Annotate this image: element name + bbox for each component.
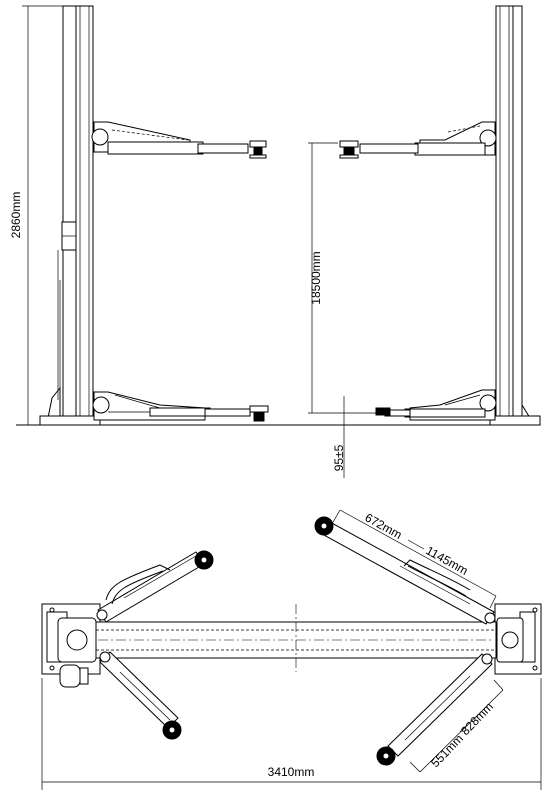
plan-left-upper-arm bbox=[96, 550, 214, 623]
left-column bbox=[39, 5, 101, 426]
plan-right-upper-arm bbox=[314, 516, 496, 625]
pad-height-dimension: 95±5 bbox=[332, 396, 346, 478]
right-column bbox=[489, 5, 541, 426]
left-lower-arm bbox=[92, 391, 269, 422]
overall-height-label: 2860mm bbox=[9, 192, 23, 239]
height-dimension: 2860mm bbox=[9, 5, 66, 425]
plan-left-lower-arm bbox=[99, 651, 182, 740]
power-unit bbox=[59, 664, 81, 688]
overall-width-label: 3410mm bbox=[268, 765, 315, 779]
short-arm-dimension: 672mm 1145mm bbox=[331, 509, 497, 609]
right-lower-arm bbox=[375, 389, 497, 421]
pad-height-label: 95±5 bbox=[332, 444, 346, 471]
lift-height-dimension: 18500mm bbox=[308, 142, 376, 414]
short-arm-max-label: 1145mm bbox=[424, 543, 471, 577]
plan-view: 672mm 1145mm 551mm 828mm 3410mm bbox=[41, 509, 542, 790]
lift-height-label: 18500mm bbox=[309, 251, 323, 304]
right-upper-arm bbox=[339, 121, 497, 159]
long-arm-min-label: 551mm bbox=[428, 732, 466, 771]
width-dimension: 3410mm bbox=[41, 678, 542, 790]
plan-right-lower-arm bbox=[376, 653, 493, 766]
left-upper-arm bbox=[91, 121, 267, 159]
front-elevation: 2860mm bbox=[9, 5, 541, 478]
long-arm-max-label: 828mm bbox=[458, 700, 496, 739]
